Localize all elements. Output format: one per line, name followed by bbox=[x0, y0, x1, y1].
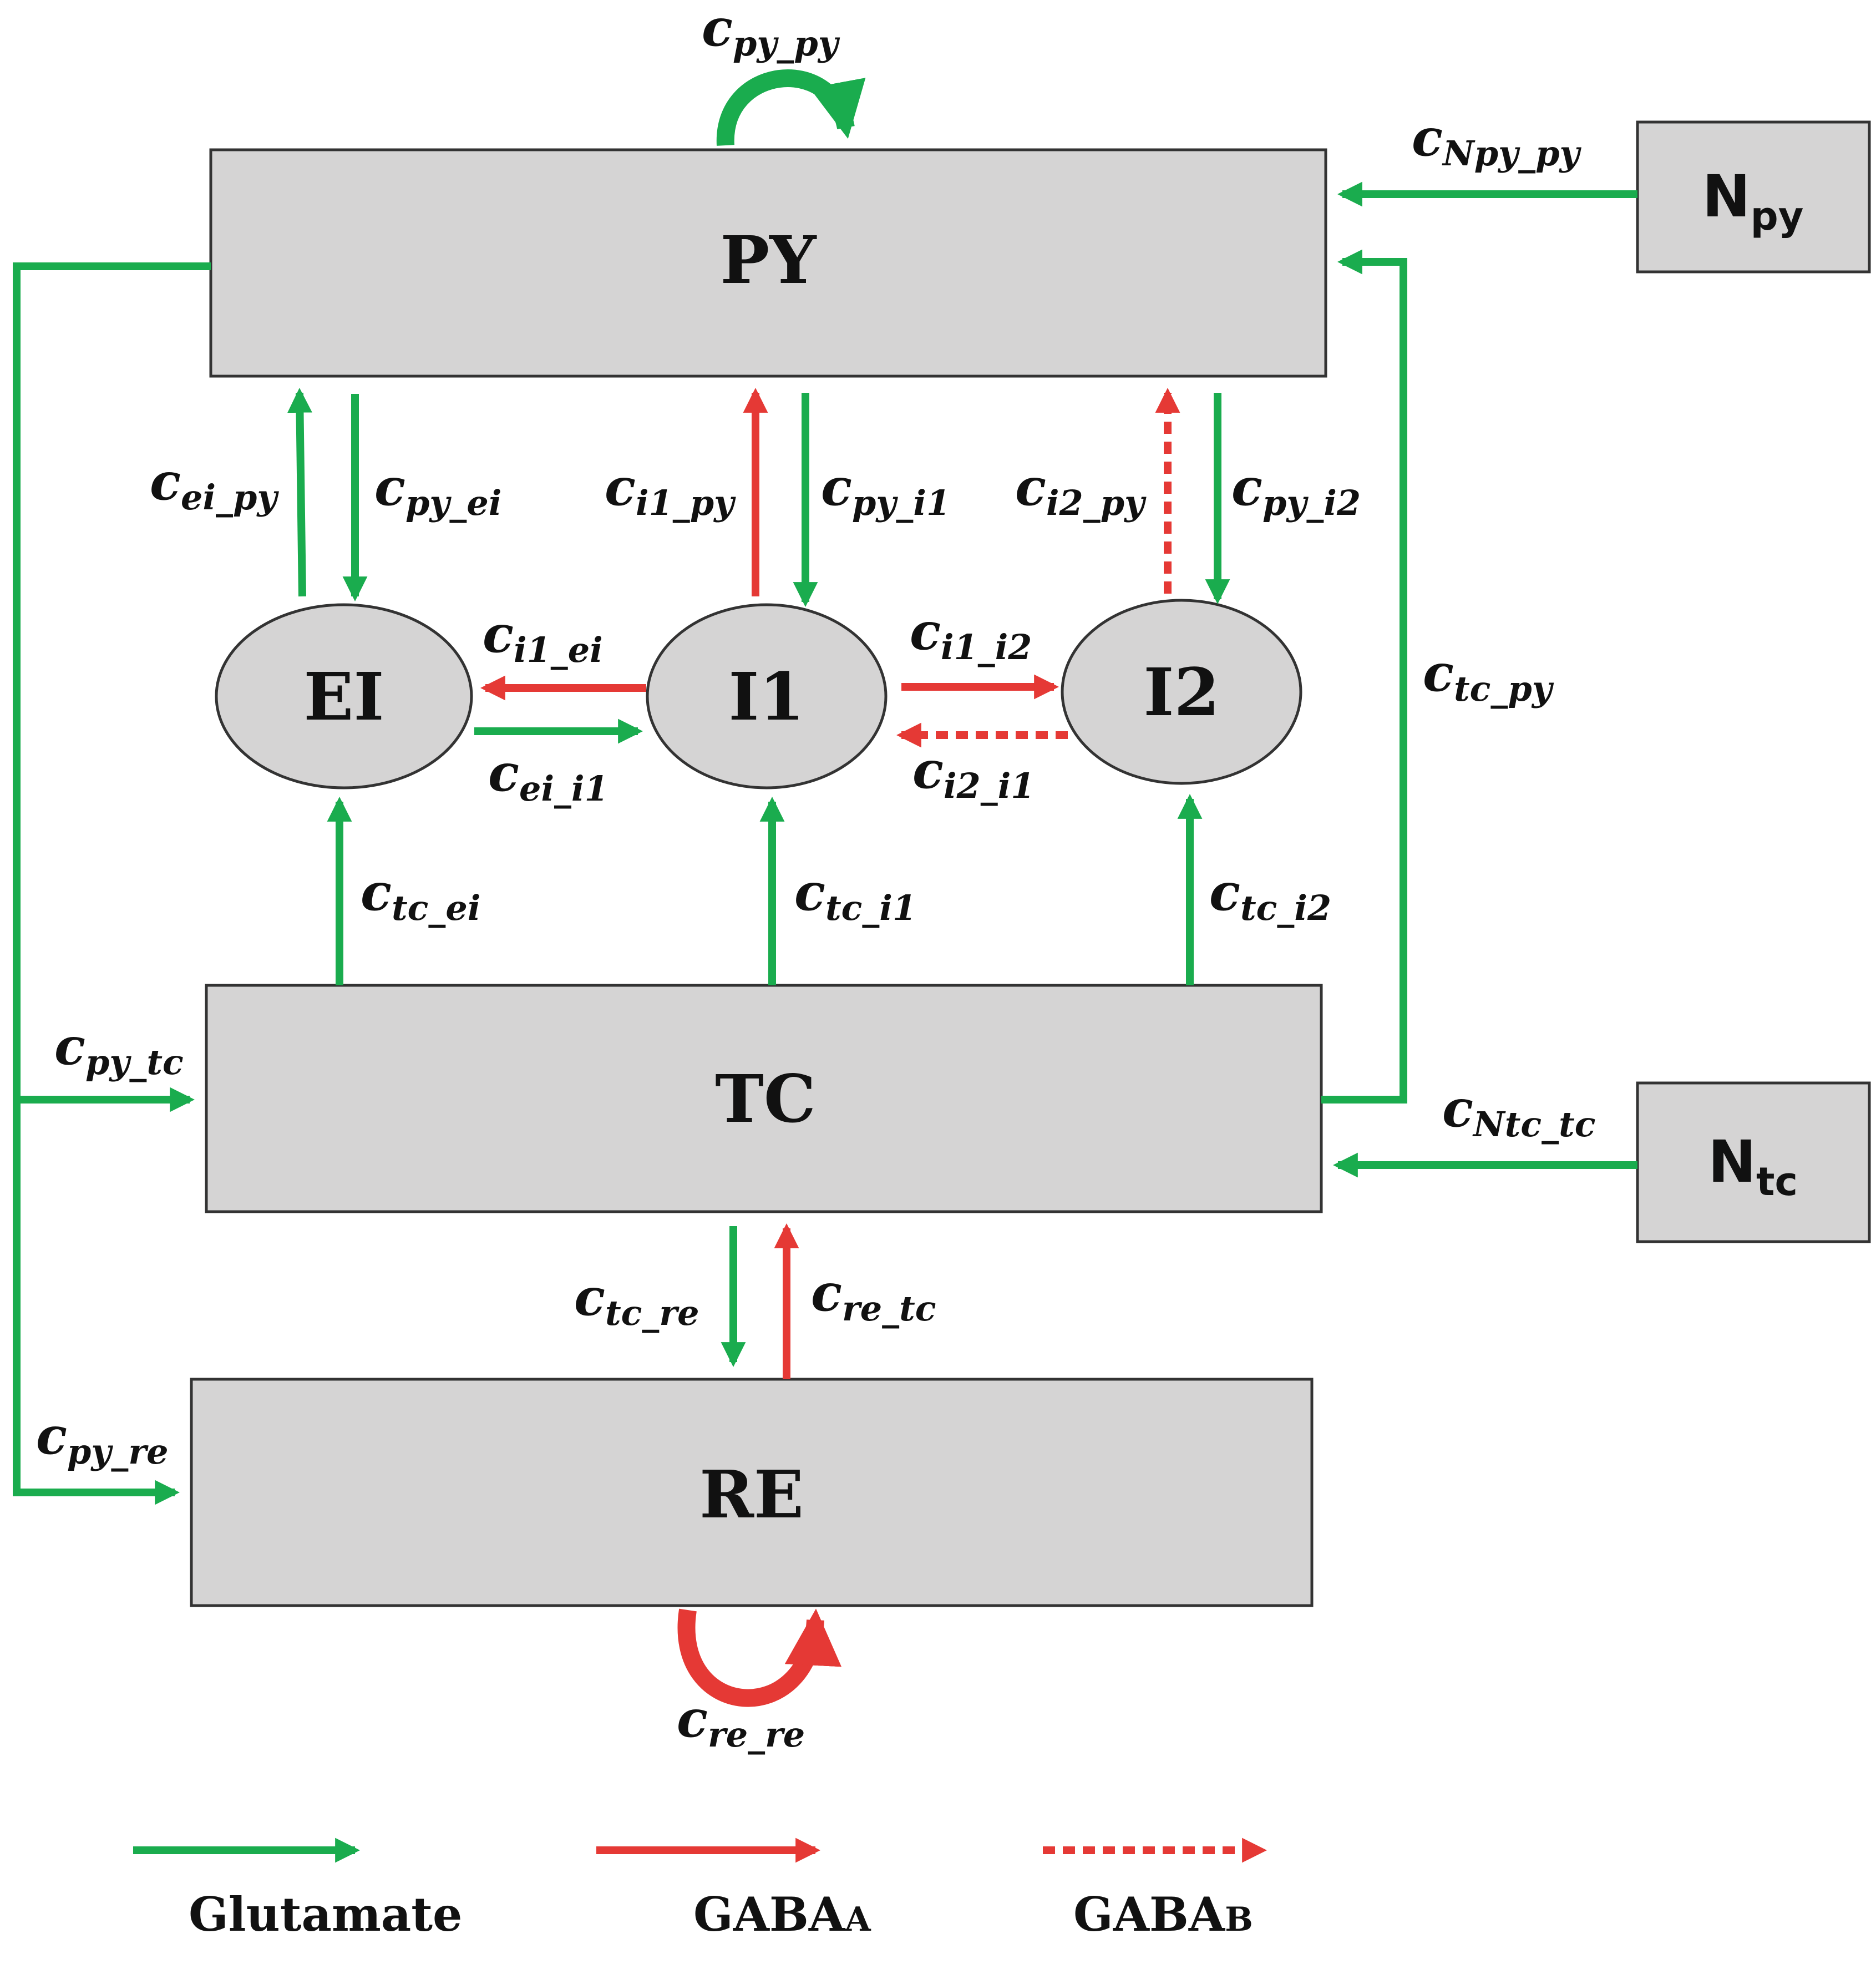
ntc-label: Ntc bbox=[1708, 1128, 1798, 1204]
label-c-i2-i1: ci2_i1 bbox=[912, 740, 1035, 806]
legend-gabab-label: GABAB bbox=[1073, 1887, 1253, 1942]
re-label: RE bbox=[699, 1456, 804, 1533]
py-left-trunk bbox=[13, 262, 211, 1492]
label-c-py-re: cpy_re bbox=[36, 1406, 169, 1472]
i2-label: I2 bbox=[1143, 654, 1219, 731]
py-box bbox=[209, 148, 1327, 378]
label-c-tc-ei: ctc_ei bbox=[361, 862, 480, 928]
label-c-py-i2: cpy_i2 bbox=[1231, 457, 1361, 523]
ei-label: EI bbox=[303, 658, 384, 735]
label-c-py-i1: cpy_i1 bbox=[821, 457, 950, 523]
label-c-py-tc: cpy_tc bbox=[54, 1016, 184, 1082]
legend-glutamate-label: Glutamate bbox=[189, 1887, 463, 1942]
label-c-tc-re: ctc_re bbox=[574, 1267, 699, 1333]
ntc-box bbox=[1636, 1081, 1871, 1243]
label-c-i1-i2: ci1_i2 bbox=[910, 601, 1032, 667]
i1-node bbox=[646, 603, 888, 789]
label-c-py-ei: cpy_ei bbox=[374, 457, 501, 523]
label-c-i1-py: ci1_py bbox=[605, 457, 736, 523]
re-self-loop-arrow bbox=[677, 1608, 841, 1707]
label-c-tc-py: ctc_py bbox=[1423, 643, 1554, 709]
py-label: PY bbox=[721, 221, 818, 298]
label-c-ntc-tc: cNtc_tc bbox=[1442, 1079, 1595, 1145]
label-c-tc-i1: ctc_i1 bbox=[794, 862, 916, 928]
re-box bbox=[190, 1378, 1314, 1607]
label-c-ei-py: cei_py bbox=[150, 452, 279, 518]
ei-node bbox=[215, 603, 473, 789]
tc-to-py-arrow bbox=[1321, 249, 1407, 1104]
npy-label: Npy bbox=[1702, 163, 1804, 239]
label-c-re-tc: cre_tc bbox=[811, 1263, 936, 1329]
npy-box bbox=[1636, 120, 1871, 274]
i2-node bbox=[1061, 599, 1302, 785]
label-c-py-py: cpy_py bbox=[702, 0, 840, 64]
legend-gabaa-label: GABAA bbox=[693, 1887, 871, 1942]
ei-to-py-arrow bbox=[287, 388, 312, 597]
label-c-re-re: cre_re bbox=[677, 1689, 805, 1755]
label-c-i1-ei: ci1_ei bbox=[483, 604, 603, 670]
label-c-tc-i2: ctc_i2 bbox=[1209, 862, 1331, 928]
label-c-ei-i1: cei_i1 bbox=[488, 743, 609, 809]
tc-label: TC bbox=[715, 1060, 816, 1137]
py-self-loop-arrow bbox=[716, 69, 866, 146]
tc-box bbox=[205, 984, 1323, 1213]
label-c-npy-py: cNpy_py bbox=[1412, 108, 1581, 174]
i1-label: I1 bbox=[728, 658, 804, 735]
label-c-i2-py: ci2_py bbox=[1015, 457, 1147, 523]
